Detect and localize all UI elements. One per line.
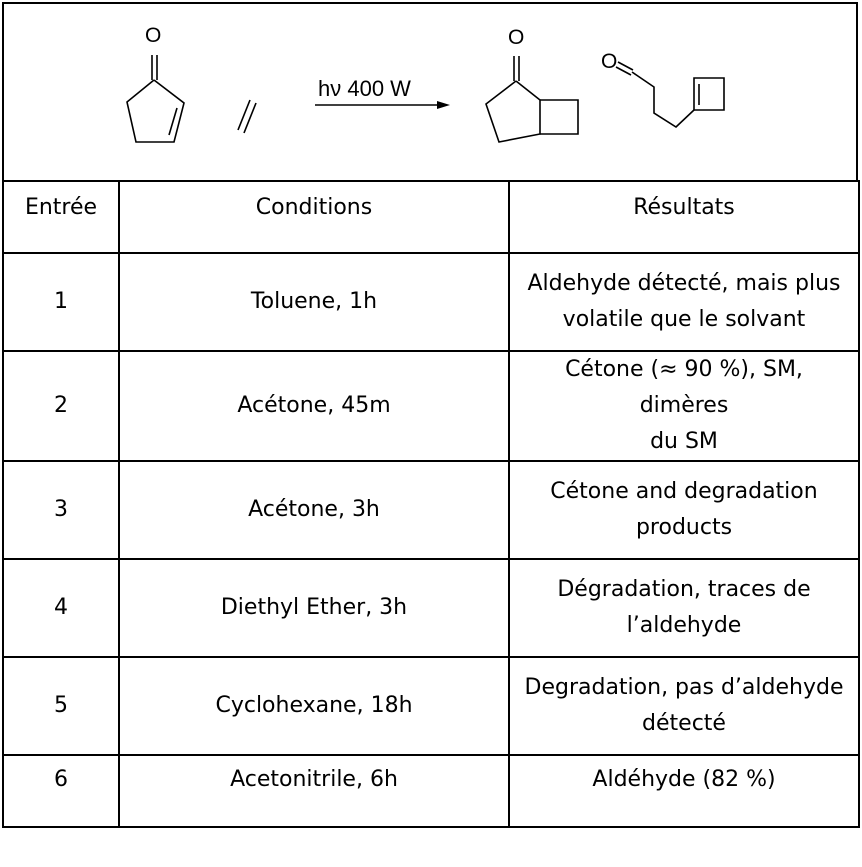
arrow-conditions-label: hν 400 W	[318, 76, 411, 101]
entry-cell: 6	[2, 754, 120, 828]
entry-cell: 4	[2, 558, 120, 658]
results-cell: Aldehyde détecté, mais plus volatile que…	[508, 252, 860, 352]
reaction-scheme: O O O hν 400 W	[2, 2, 858, 180]
bicyclic-ketone-structure	[485, 56, 579, 143]
table-header-row: Entrée Conditions Résultats	[2, 180, 860, 254]
alkene-reagent-structure	[237, 99, 257, 134]
entry-cell: 3	[2, 460, 120, 560]
table-row: 2 Acétone, 45m Cétone (≈ 90 %), SM, dimè…	[2, 350, 860, 462]
table-row: 1 Toluene, 1h Aldehyde détecté, mais plu…	[2, 252, 860, 352]
table-row: 3 Acétone, 3h Cétone and degradation pro…	[2, 460, 860, 560]
results-cell: Cétone and degradation products	[508, 460, 860, 560]
results-line: volatile que le solvant	[562, 307, 806, 332]
results-line: Dégradation, traces de	[557, 577, 811, 602]
header-conditions: Conditions	[118, 180, 510, 254]
results-line: Aldehyde détecté, mais plus	[527, 271, 841, 296]
results-line: products	[635, 515, 733, 540]
results-line: Aldéhyde (82 %)	[592, 767, 776, 792]
conditions-cell: Toluene, 1h	[118, 252, 510, 352]
header-results: Résultats	[508, 180, 860, 254]
results-cell: Aldéhyde (82 %)	[508, 754, 860, 828]
header-entry: Entrée	[2, 180, 120, 254]
reaction-scheme-drawing: O O O hν 400 W	[126, 24, 725, 143]
cyclopentenone-structure	[126, 55, 185, 143]
aldehyde-structure	[615, 61, 725, 129]
conditions-cell: Acetonitrile, 6h	[118, 754, 510, 828]
conditions-cell: Acétone, 45m	[118, 350, 510, 462]
results-line: Degradation, pas d’aldehyde	[524, 675, 844, 700]
ketone-oxygen-label: O	[508, 26, 524, 49]
table-row: 6 Acetonitrile, 6h Aldéhyde (82 %)	[2, 754, 860, 828]
entry-cell: 1	[2, 252, 120, 352]
results-line: l’aldehyde	[626, 613, 742, 638]
results-cell: Degradation, pas d’aldehyde détecté	[508, 656, 860, 756]
entry-cell: 2	[2, 350, 120, 462]
table-row: 5 Cyclohexane, 18h Degradation, pas d’al…	[2, 656, 860, 756]
results-cell: Cétone (≈ 90 %), SM, dimères du SM	[508, 350, 860, 462]
results-line: Cétone and degradation	[550, 479, 818, 504]
results-line: Cétone (≈ 90 %), SM, dimères	[565, 357, 803, 418]
aldehyde-oxygen-label: O	[601, 50, 617, 73]
entry-cell: 5	[2, 656, 120, 756]
starting-material-oxygen-label: O	[145, 24, 161, 47]
table-row: 4 Diethyl Ether, 3h Dégradation, traces …	[2, 558, 860, 658]
conditions-cell: Acétone, 3h	[118, 460, 510, 560]
results-line: du SM	[650, 429, 718, 454]
results-cell: Dégradation, traces de l’aldehyde	[508, 558, 860, 658]
results-table: Entrée Conditions Résultats 1 Toluene, 1…	[2, 180, 860, 828]
results-line: détecté	[642, 711, 726, 736]
conditions-cell: Diethyl Ether, 3h	[118, 558, 510, 658]
conditions-cell: Cyclohexane, 18h	[118, 656, 510, 756]
reaction-arrow	[315, 101, 450, 109]
